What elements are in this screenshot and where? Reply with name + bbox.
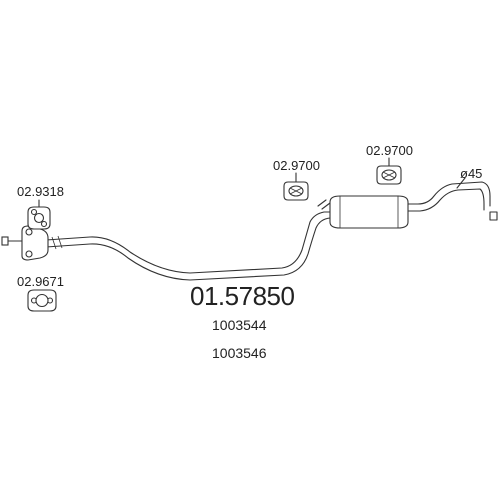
hanger-left-label: 02.9700: [273, 158, 320, 173]
hanger-left-part: [283, 181, 309, 201]
front-flange-gasket-part: [27, 289, 57, 312]
oe-number-2: 1003546: [212, 345, 267, 361]
main-part-number: 01.57850: [190, 281, 294, 311]
front-gasket-label: 02.9318: [17, 184, 64, 199]
pipe-diameter-label: ø45: [460, 166, 482, 181]
exhaust-pipe: [45, 181, 498, 281]
oe-number-1: 1003544: [212, 317, 267, 333]
hanger-right-label: 02.9700: [366, 143, 413, 158]
hanger-right-part: [376, 165, 402, 185]
muffler: [317, 195, 409, 229]
front-gasket-part: [27, 206, 51, 230]
front-flange: [1, 225, 63, 261]
front-flange-gasket-label: 02.9671: [17, 274, 64, 289]
